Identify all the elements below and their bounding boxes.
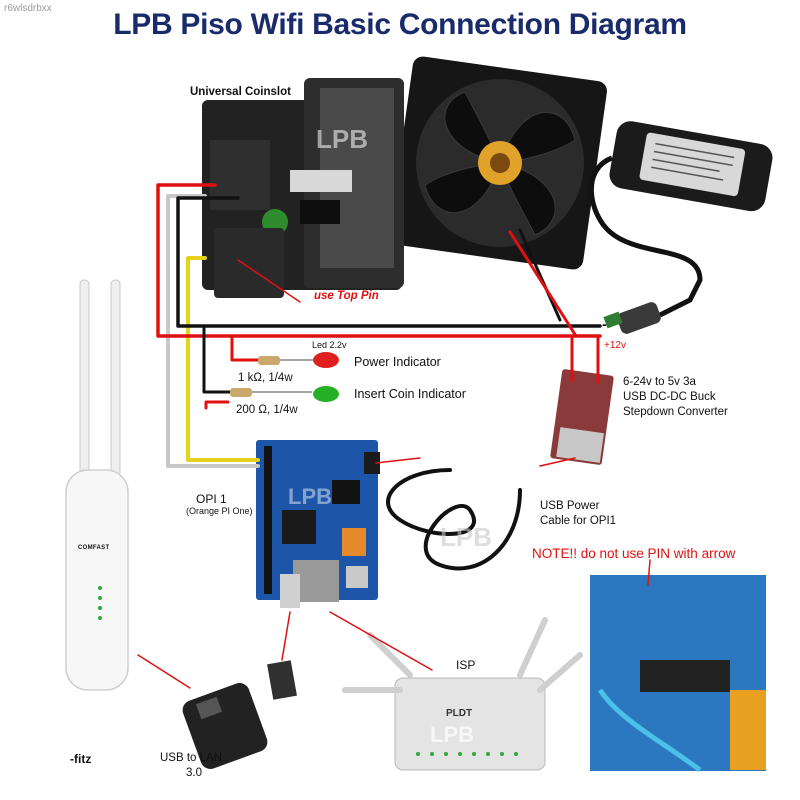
router-brand: PLDT — [446, 708, 473, 719]
cable-watermark: LPB — [440, 522, 492, 552]
cooling-fan — [389, 56, 607, 270]
led-spec-label: Led 2.2v — [312, 340, 347, 350]
opi-name-label: OPI 1 — [196, 492, 227, 506]
usb-power-label-1: USB Power — [540, 500, 600, 512]
resistor-1k — [258, 356, 312, 365]
insert-coin-indicator-label: Insert Coin Indicator — [354, 387, 466, 401]
gpio-warning-note: NOTE!! do not use PIN with arrow — [532, 546, 736, 561]
outdoor-access-point — [65, 279, 129, 691]
resistor-200-label: 200 Ω, 1/4w — [236, 404, 298, 416]
credit-label: -fitz — [70, 752, 92, 766]
router-watermark: LPB — [430, 722, 474, 747]
top-pin-note: use Top Pin — [314, 290, 379, 302]
converter-label-1: 6-24v to 5v 3a — [623, 376, 696, 388]
power-indicator-label: Power Indicator — [354, 355, 441, 369]
converter-label-2: USB DC-DC Buck — [623, 391, 716, 403]
opi-sub-label: (Orange PI One) — [186, 506, 253, 516]
source-id: r6wlsdrbxx — [4, 3, 52, 14]
buck-converter — [550, 369, 614, 465]
usb-power-label-2: Cable for OPI1 — [540, 515, 617, 527]
usb-lan-label-1: USB to LAN — [160, 752, 222, 764]
usb-lan-label-2: 3.0 — [186, 767, 202, 779]
isp-label: ISP — [456, 658, 476, 672]
page-title: LPB Piso Wifi Basic Connection Diagram — [113, 8, 687, 41]
resistor-200 — [230, 388, 312, 397]
coin-led — [313, 386, 339, 402]
antenna-brand: COMFAST — [78, 545, 110, 551]
power-led — [312, 352, 339, 368]
isp-router — [342, 617, 583, 771]
power-adapter — [588, 121, 773, 334]
converter-label-3: Stepdown Converter — [623, 406, 728, 418]
power-minus-label: - — [602, 316, 607, 332]
usb-lan-adapter — [182, 660, 297, 769]
power-12v-label: +12v — [604, 340, 626, 351]
coinslot-device — [202, 78, 404, 298]
wires — [137, 183, 651, 689]
coinslot-watermark: LPB — [316, 124, 368, 154]
resistor-1k-label: 1 kΩ, 1/4w — [238, 372, 293, 384]
opi-watermark: LPB — [288, 484, 332, 509]
gpio-closeup-photo — [590, 575, 766, 773]
orange-pi-board — [256, 440, 380, 608]
coinslot-label: Universal Coinslot — [190, 86, 291, 98]
